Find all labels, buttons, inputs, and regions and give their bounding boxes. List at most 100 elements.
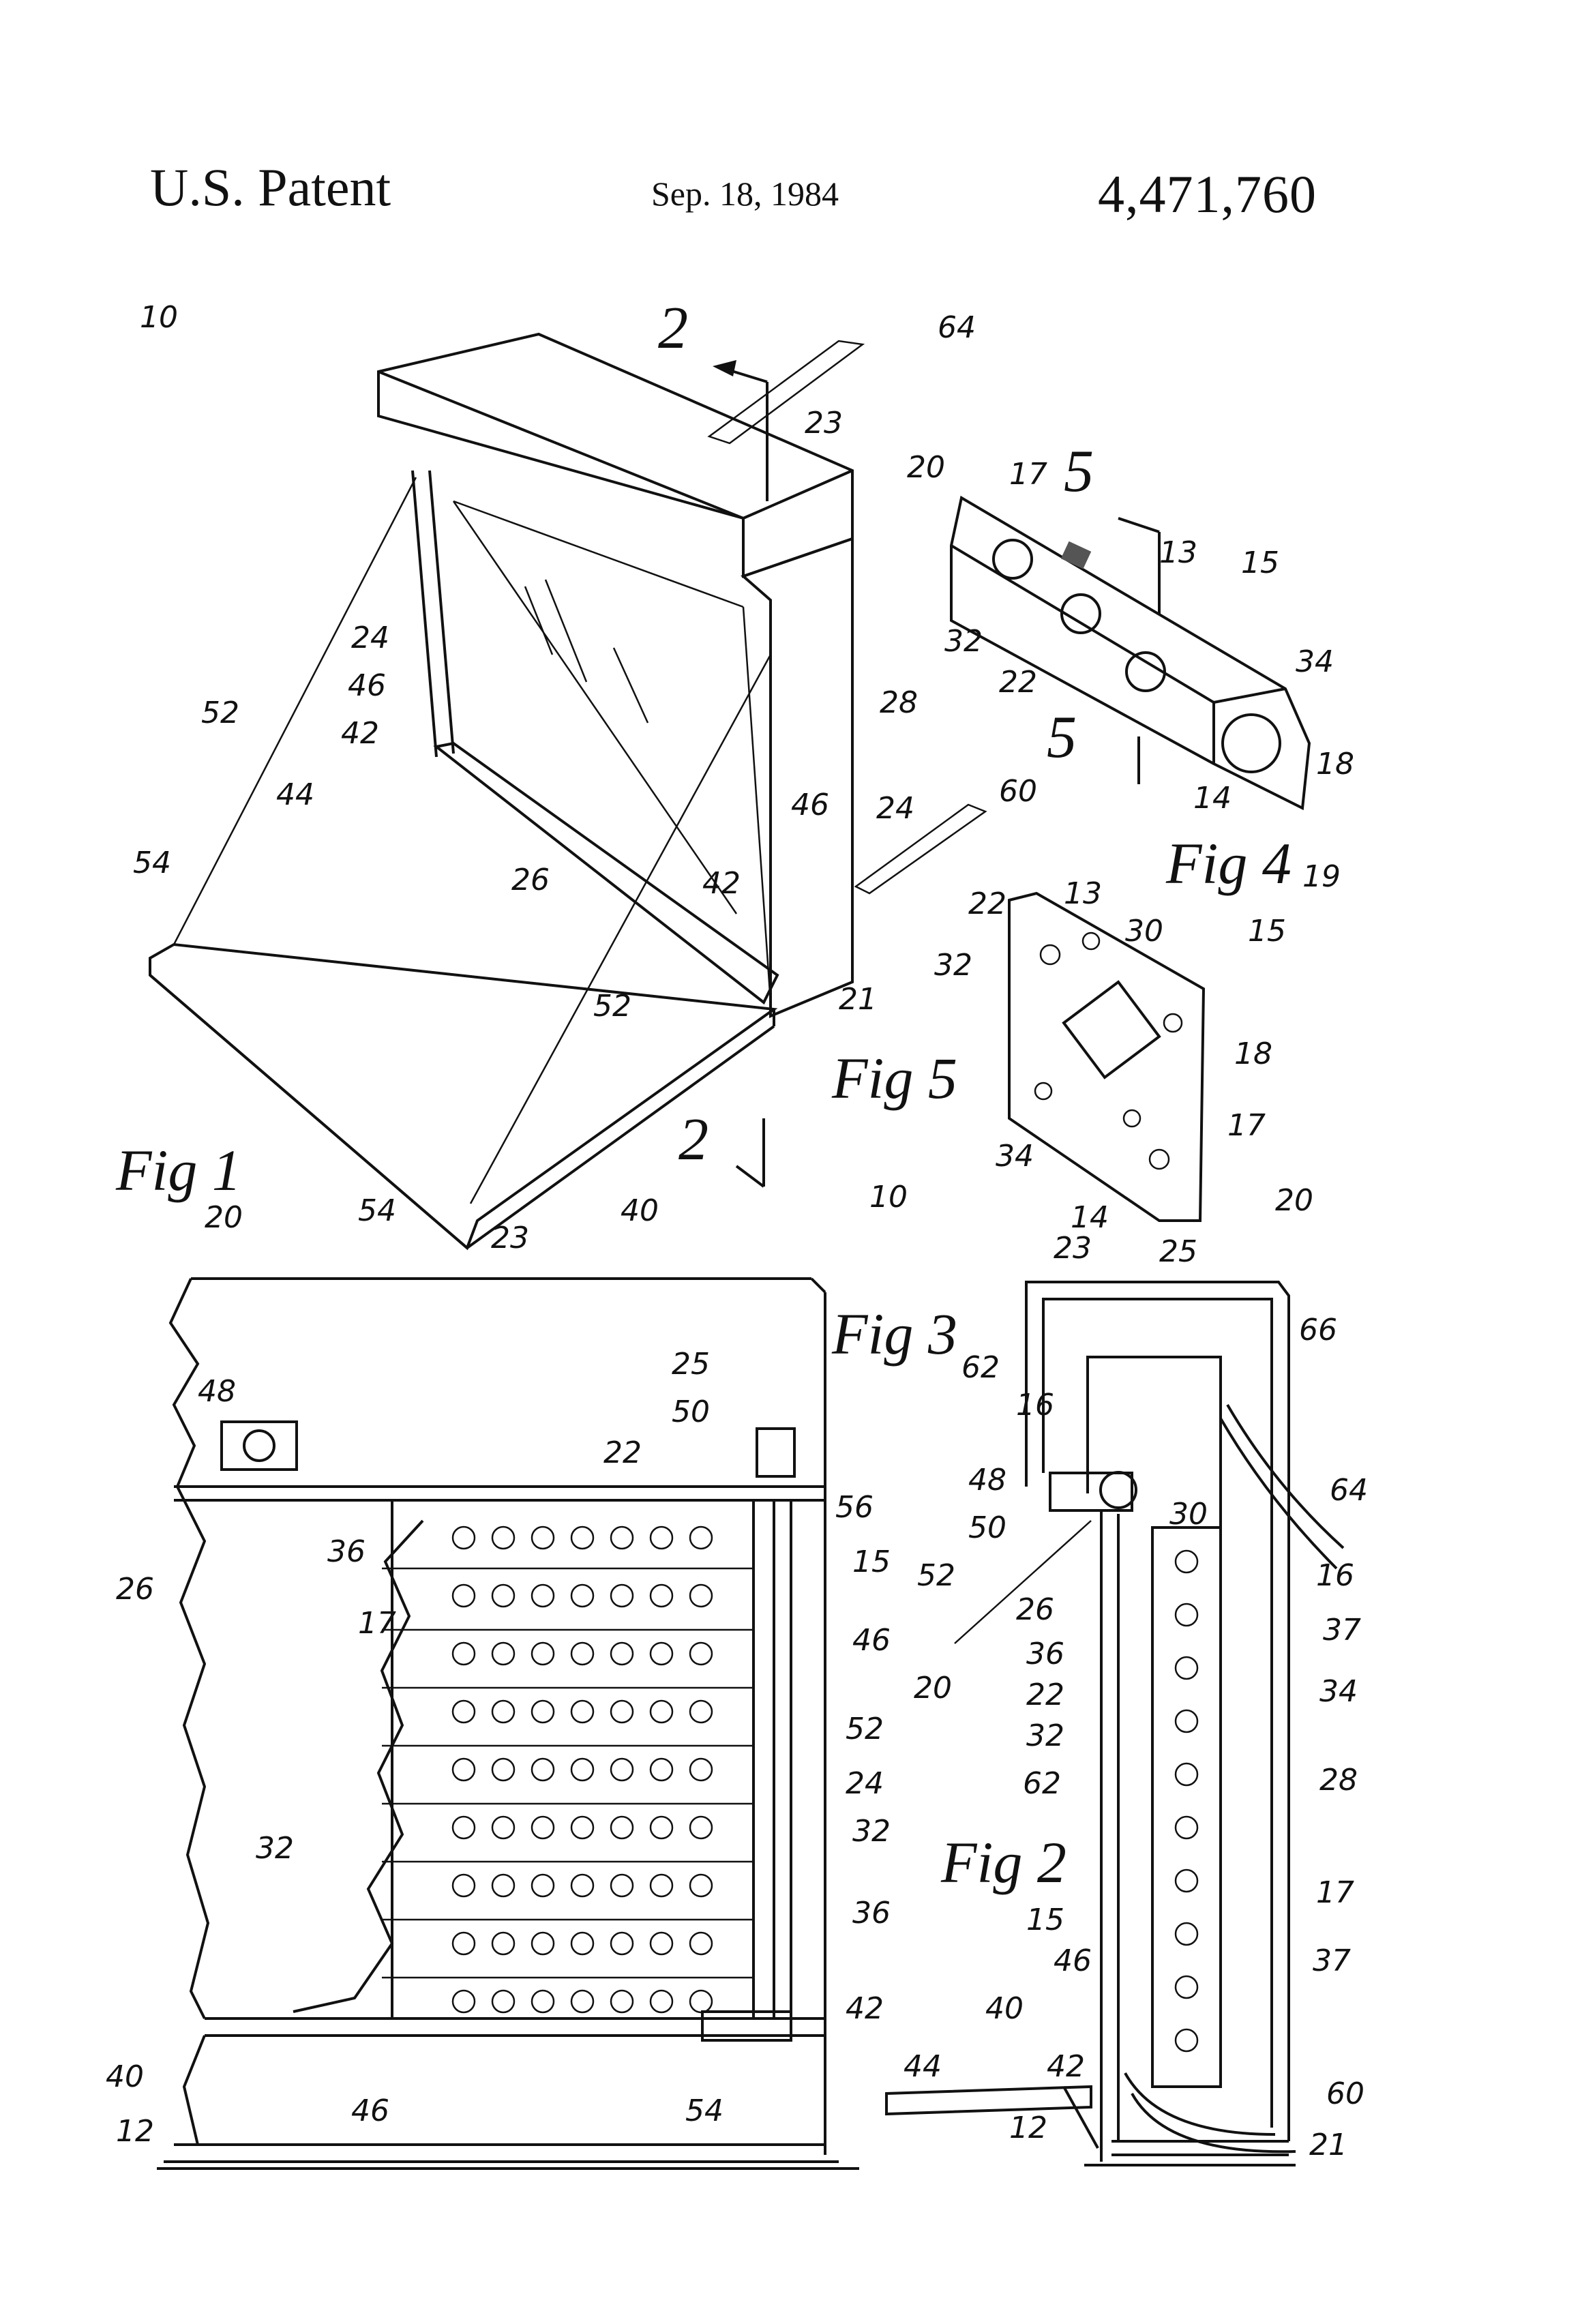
filter-hole	[571, 1933, 593, 1954]
fig3-label-36b: 36	[852, 1896, 891, 1931]
fig2-label-34: 34	[1319, 1674, 1358, 1709]
fig2-label-17: 17	[1316, 1875, 1354, 1910]
filter-hole	[651, 1933, 672, 1954]
section-mark-2-bottom: 2	[678, 1107, 708, 1173]
fig1-label-40: 40	[621, 1193, 659, 1228]
fig1-label-46a: 46	[348, 668, 386, 703]
fig4-label-15: 15	[1241, 546, 1279, 580]
fig2-label-60: 60	[1326, 2076, 1364, 2111]
fig4-caption: Fig 4	[1165, 831, 1292, 896]
fig2-caption: Fig 2	[940, 1830, 1066, 1895]
fig5-label-14: 14	[1071, 1200, 1109, 1235]
filter-hole	[690, 1933, 712, 1954]
filter-hole	[453, 1527, 475, 1549]
filter-hole	[690, 1759, 712, 1781]
fig1-label-24a: 24	[351, 621, 389, 655]
filter-hole	[611, 1643, 633, 1665]
filter-hole	[532, 1585, 554, 1607]
filter-hole	[1176, 1976, 1197, 1998]
fig3-label-20a: 20	[205, 1200, 243, 1235]
filter-hole	[1176, 1870, 1197, 1892]
filter-hole	[611, 1585, 633, 1607]
filter-hole	[1176, 1710, 1197, 1732]
filter-hole	[492, 1527, 514, 1549]
fig3-label-10: 10	[869, 1180, 908, 1215]
fig4-label-17: 17	[1009, 457, 1047, 492]
filter-hole	[1176, 1923, 1197, 1945]
filter-hole	[611, 1933, 633, 1954]
filter-hole	[453, 1643, 475, 1665]
fig3-label-26: 26	[116, 1572, 154, 1607]
fig2-label-62a: 62	[961, 1350, 1000, 1385]
filter-hole	[571, 1759, 593, 1781]
fig1-label-20: 20	[907, 450, 945, 485]
filter-hole	[492, 1701, 514, 1723]
fig2-label-12: 12	[1009, 2111, 1047, 2145]
fig3-label-15: 15	[852, 1545, 891, 1579]
fig2-label-28: 28	[1319, 1763, 1358, 1798]
filter-hole	[453, 1817, 475, 1838]
filter-hole	[1176, 1657, 1197, 1679]
filter-hole	[571, 1585, 593, 1607]
fig2-label-32: 32	[1026, 1718, 1064, 1753]
fig3-label-32b: 32	[256, 1831, 294, 1866]
fig1-label-46b: 46	[791, 788, 829, 822]
filter-hole	[611, 1817, 633, 1838]
section-mark-5-bottom: 5	[1047, 704, 1077, 771]
filter-hole	[571, 1817, 593, 1838]
filter-hole	[611, 1991, 633, 2012]
filter-hole	[690, 1875, 712, 1896]
fig3-filter-holes	[453, 1527, 712, 2012]
fig1-label-24b: 24	[876, 791, 914, 826]
fig2-label-42: 42	[1047, 2049, 1085, 2084]
fig3-label-52: 52	[846, 1712, 884, 1746]
filter-hole	[453, 1585, 475, 1607]
fig5-label-15: 15	[1248, 914, 1286, 949]
fig2-label-26: 26	[1016, 1592, 1054, 1627]
fig4-drawing	[951, 498, 1309, 808]
fig2-label-23: 23	[1054, 1231, 1092, 1266]
fig2-label-50: 50	[968, 1510, 1006, 1545]
filter-hole	[690, 1527, 712, 1549]
fig3-label-24: 24	[846, 1766, 884, 1801]
filter-hole	[492, 1759, 514, 1781]
fig3-label-12: 12	[116, 2114, 154, 2149]
fig5-caption: Fig 5	[831, 1045, 957, 1111]
fig3-label-46a: 46	[852, 1623, 891, 1658]
fig3-label-20b: 20	[914, 1671, 952, 1705]
fig2-label-40: 40	[985, 1991, 1024, 2026]
fig2-label-21: 21	[1309, 2128, 1347, 2162]
filter-hole	[453, 1933, 475, 1954]
filter-hole	[453, 1991, 475, 2012]
fig5-label-34: 34	[996, 1139, 1034, 1174]
filter-hole	[532, 1759, 554, 1781]
fig4-label-22: 22	[999, 665, 1037, 700]
fig1-label-10: 10	[140, 300, 178, 335]
filter-hole	[571, 1875, 593, 1896]
fig5-label-22: 22	[968, 887, 1006, 921]
fig1-label-42a: 42	[341, 716, 379, 751]
fig3-label-17: 17	[358, 1606, 396, 1641]
fig2-label-66: 66	[1299, 1313, 1337, 1347]
filter-hole	[571, 1991, 593, 2012]
fig5-label-13: 13	[1064, 876, 1102, 911]
fig2-label-37a: 37	[1323, 1613, 1361, 1648]
filter-hole	[1176, 1551, 1197, 1573]
filter-hole	[492, 1817, 514, 1838]
filter-hole	[532, 1527, 554, 1549]
fig1-label-60: 60	[999, 774, 1037, 809]
section-mark-2-top: 2	[658, 295, 688, 361]
filter-hole	[690, 1817, 712, 1838]
fig1-label-64: 64	[938, 310, 976, 345]
fig4-label-34: 34	[1296, 644, 1334, 679]
filter-hole	[690, 1585, 712, 1607]
fig3-label-23: 23	[491, 1221, 529, 1255]
filter-hole	[651, 1759, 672, 1781]
fig4-label-32: 32	[944, 624, 983, 659]
filter-hole	[532, 1643, 554, 1665]
filter-hole	[651, 1701, 672, 1723]
fig5-drawing	[1009, 893, 1204, 1221]
fig3-label-46b: 46	[351, 2094, 389, 2128]
fig2-label-20: 20	[1275, 1183, 1313, 1218]
fig1-label-42b: 42	[702, 866, 741, 901]
